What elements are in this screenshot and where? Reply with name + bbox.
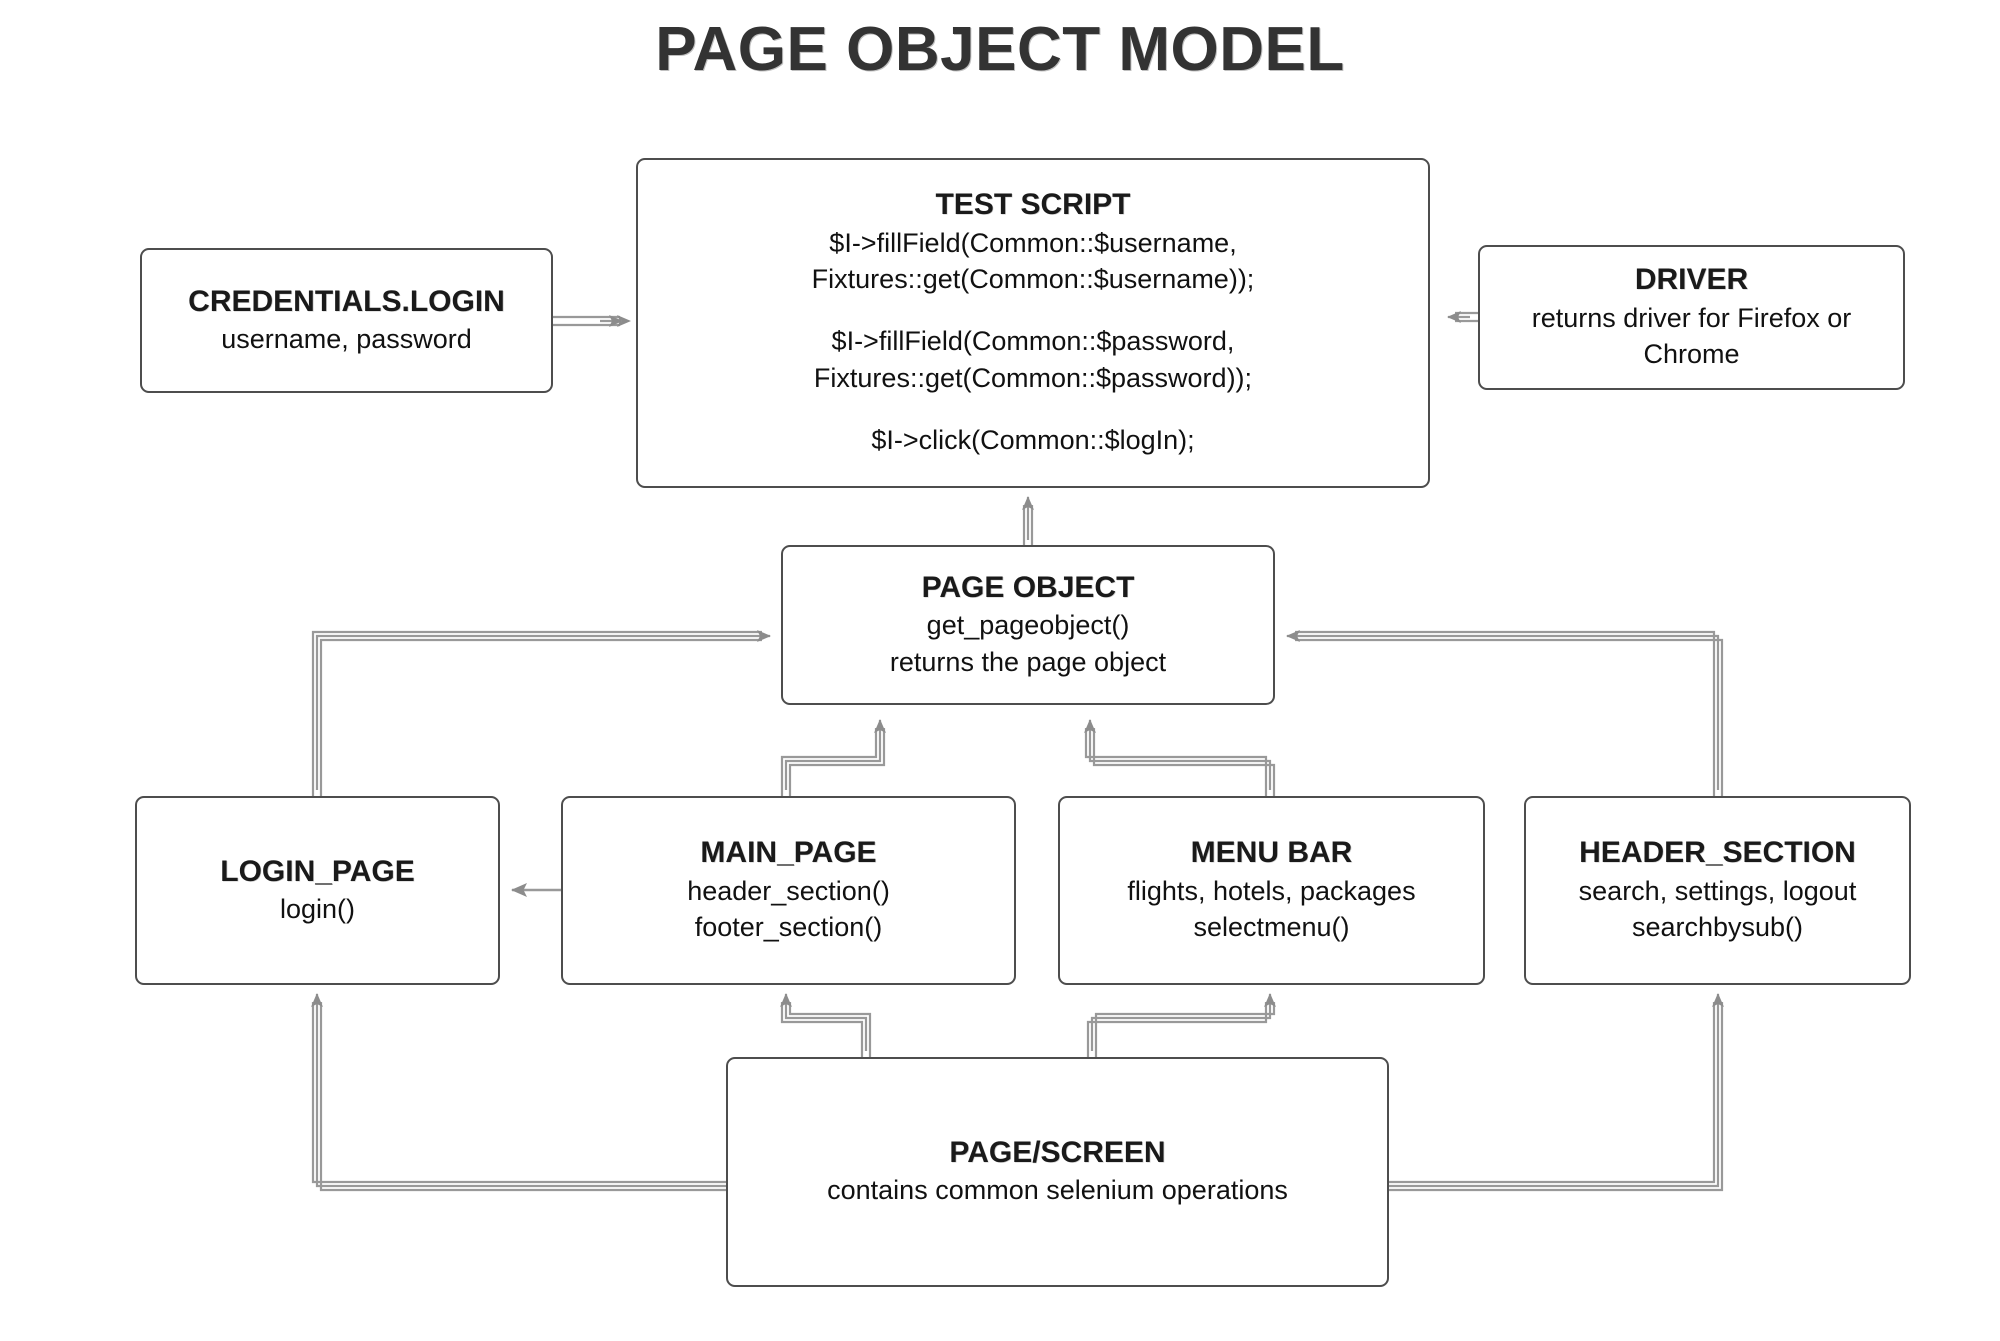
node-menu-bar-line-1: selectmenu() xyxy=(1193,912,1350,943)
node-test-script-title: TEST SCRIPT xyxy=(935,188,1131,222)
node-page-object-title: PAGE OBJECT xyxy=(921,570,1135,604)
node-test-script-line-4: Fixtures::get(Common::$password)); xyxy=(813,362,1253,393)
edge-header-section-to-page-object xyxy=(1286,630,1724,796)
node-header-section-title: HEADER_SECTION xyxy=(1579,836,1856,870)
node-header-section-line-1: searchbysub() xyxy=(1631,912,1804,943)
node-credentials-login-line-0: username, password xyxy=(221,323,472,354)
edge-page-screen-to-login-page xyxy=(311,993,726,1192)
page-title: PAGE OBJECT MODEL xyxy=(655,15,1345,84)
node-login-page-title: LOGIN_PAGE xyxy=(220,854,415,888)
node-page-screen-line-0: contains common selenium operations xyxy=(827,1175,1288,1206)
node-menu-bar-title: MENU BAR xyxy=(1190,836,1353,870)
node-login-page-line-0: login() xyxy=(279,893,356,924)
edge-login-page-to-page-object xyxy=(311,630,771,796)
edge-page-screen-to-menu-bar xyxy=(1086,993,1276,1057)
node-main-page[interactable]: MAIN_PAGE header_section() footer_sectio… xyxy=(561,796,1016,985)
node-main-page-title: MAIN_PAGE xyxy=(700,836,877,870)
node-test-script-line-3: $I->fillField(Common::$password, xyxy=(831,326,1235,357)
node-page-object-line-1: returns the page object xyxy=(889,646,1167,677)
edge-page-screen-to-main-page xyxy=(780,993,872,1057)
edge-driver-to-test-script xyxy=(1447,311,1478,323)
edge-menu-bar-to-page-object xyxy=(1084,719,1276,796)
node-menu-bar-line-0: flights, hotels, packages xyxy=(1127,875,1416,906)
node-login-page[interactable]: LOGIN_PAGE login() xyxy=(135,796,500,985)
node-driver-line-0: returns driver for Firefox or xyxy=(1531,302,1852,333)
node-header-section-line-0: search, settings, logout xyxy=(1578,875,1857,906)
node-page-screen-title: PAGE/SCREEN xyxy=(949,1136,1166,1170)
node-header-section[interactable]: HEADER_SECTION search, settings, logout … xyxy=(1524,796,1911,985)
node-page-object[interactable]: PAGE OBJECT get_pageobject() returns the… xyxy=(781,545,1275,705)
node-main-page-line-1: footer_section() xyxy=(694,912,883,943)
node-driver[interactable]: DRIVER returns driver for Firefox or Chr… xyxy=(1478,245,1905,390)
edge-page-screen-to-header-section xyxy=(1389,993,1724,1192)
node-test-script-line-0: $I->fillField(Common::$username, xyxy=(829,227,1237,258)
node-page-screen[interactable]: PAGE/SCREEN contains common selenium ope… xyxy=(726,1057,1389,1287)
node-test-script-line-6: $I->click(Common::$logIn); xyxy=(871,425,1195,456)
node-driver-line-1: Chrome xyxy=(1643,339,1740,370)
node-driver-title: DRIVER xyxy=(1634,263,1749,297)
node-main-page-line-0: header_section() xyxy=(687,875,890,906)
node-credentials-login-title: CREDENTIALS.LOGIN xyxy=(188,284,505,318)
edge-credentials-to-test-script xyxy=(553,315,631,327)
edge-page-object-to-test-script xyxy=(1022,496,1034,545)
node-credentials-login[interactable]: CREDENTIALS.LOGIN username, password xyxy=(140,248,553,393)
node-test-script-line-1: Fixtures::get(Common::$username)); xyxy=(811,264,1255,295)
node-menu-bar[interactable]: MENU BAR flights, hotels, packages selec… xyxy=(1058,796,1485,985)
node-page-object-line-0: get_pageobject() xyxy=(926,610,1130,641)
edge-main-page-to-page-object xyxy=(780,719,886,796)
node-test-script[interactable]: TEST SCRIPT $I->fillField(Common::$usern… xyxy=(636,158,1430,488)
